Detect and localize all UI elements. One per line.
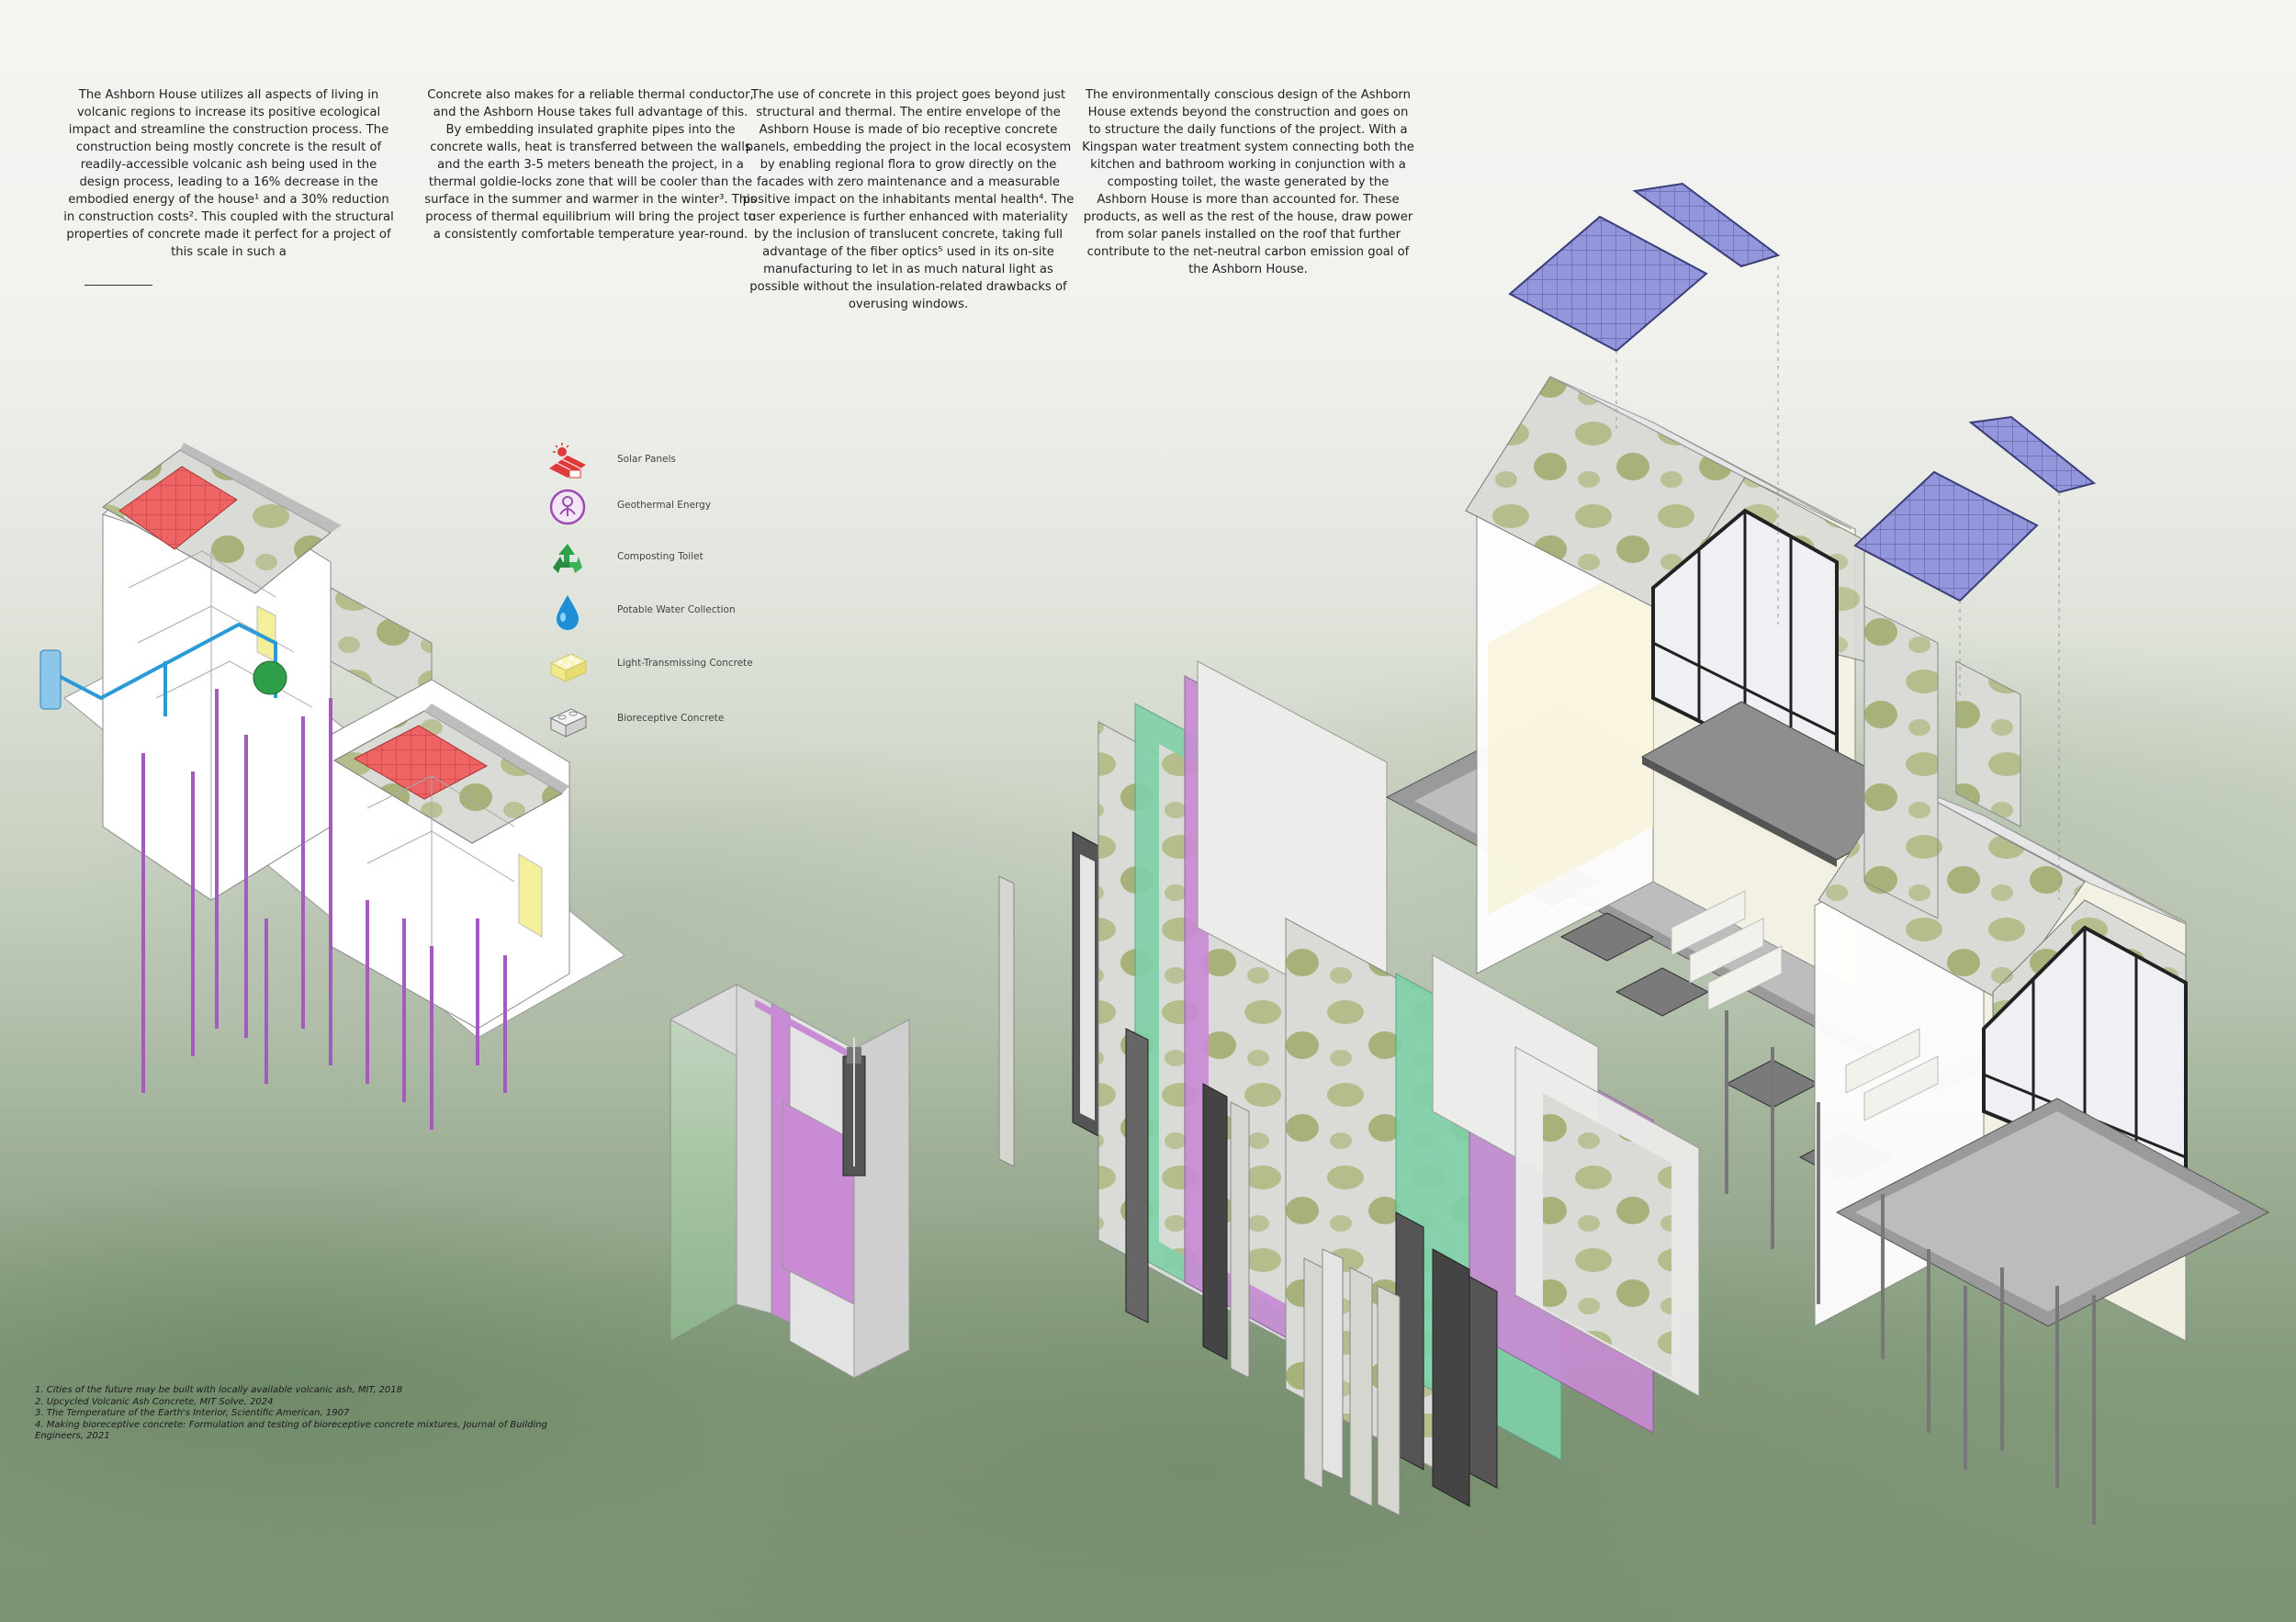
- legend-item-water: Potable Water Collection: [547, 591, 786, 632]
- legend-label: Potable Water Collection: [617, 604, 736, 615]
- legend-item-solar: Solar Panels: [547, 441, 786, 481]
- legend-item-bioreceptive: Bioreceptive Concrete: [547, 700, 786, 740]
- references: 1. Cities of the future may be built wit…: [35, 1385, 586, 1443]
- exploded-wall-panels: [998, 660, 1700, 1516]
- water-drop-icon: [557, 595, 579, 630]
- paragraph-volcanic-ash: The Ashborn House utilizes all aspects o…: [63, 88, 394, 259]
- legend-label: Solar Panels: [617, 454, 676, 465]
- wall-section-detail: [669, 984, 910, 1379]
- legend-item-geothermal: Geothermal Energy: [547, 487, 786, 527]
- reference-4: 4. Making bioreceptive concrete: Formula…: [35, 1419, 547, 1442]
- small-house-axonometric: [39, 443, 625, 1130]
- legend-label: Geothermal Energy: [617, 500, 712, 511]
- legend-label: Composting Toilet: [617, 551, 703, 562]
- large-house-axonometric: [1385, 376, 2270, 1525]
- recycle-icon: [553, 544, 582, 573]
- legend-label: Bioreceptive Concrete: [617, 713, 725, 724]
- concrete-block-icon: [549, 708, 588, 738]
- translucent-block-icon: [549, 653, 588, 682]
- reference-1: 1. Cities of the future may be built wit…: [35, 1385, 403, 1395]
- geothermal-icon: [549, 489, 586, 525]
- paragraph-thermal: Concrete also makes for a reliable therm…: [424, 88, 757, 242]
- legend-item-composting: Composting Toilet: [547, 538, 786, 579]
- paragraph-systems: The environmentally conscious design of …: [1082, 88, 1414, 276]
- text-divider: [84, 285, 152, 286]
- solar-panel-array: [1508, 182, 2097, 900]
- reference-2: 2. Upcycled Volcanic Ash Concrete, MIT S…: [35, 1396, 274, 1407]
- legend-item-translucent: Light-Transmissing Concrete: [547, 645, 786, 685]
- legend-label: Light-Transmissing Concrete: [617, 658, 753, 669]
- paragraph-envelope: The use of concrete in this project goes…: [742, 88, 1075, 311]
- reference-3: 3. The Temperature of the Earth's Interi…: [35, 1408, 350, 1419]
- solar-roof-icon: [549, 443, 586, 479]
